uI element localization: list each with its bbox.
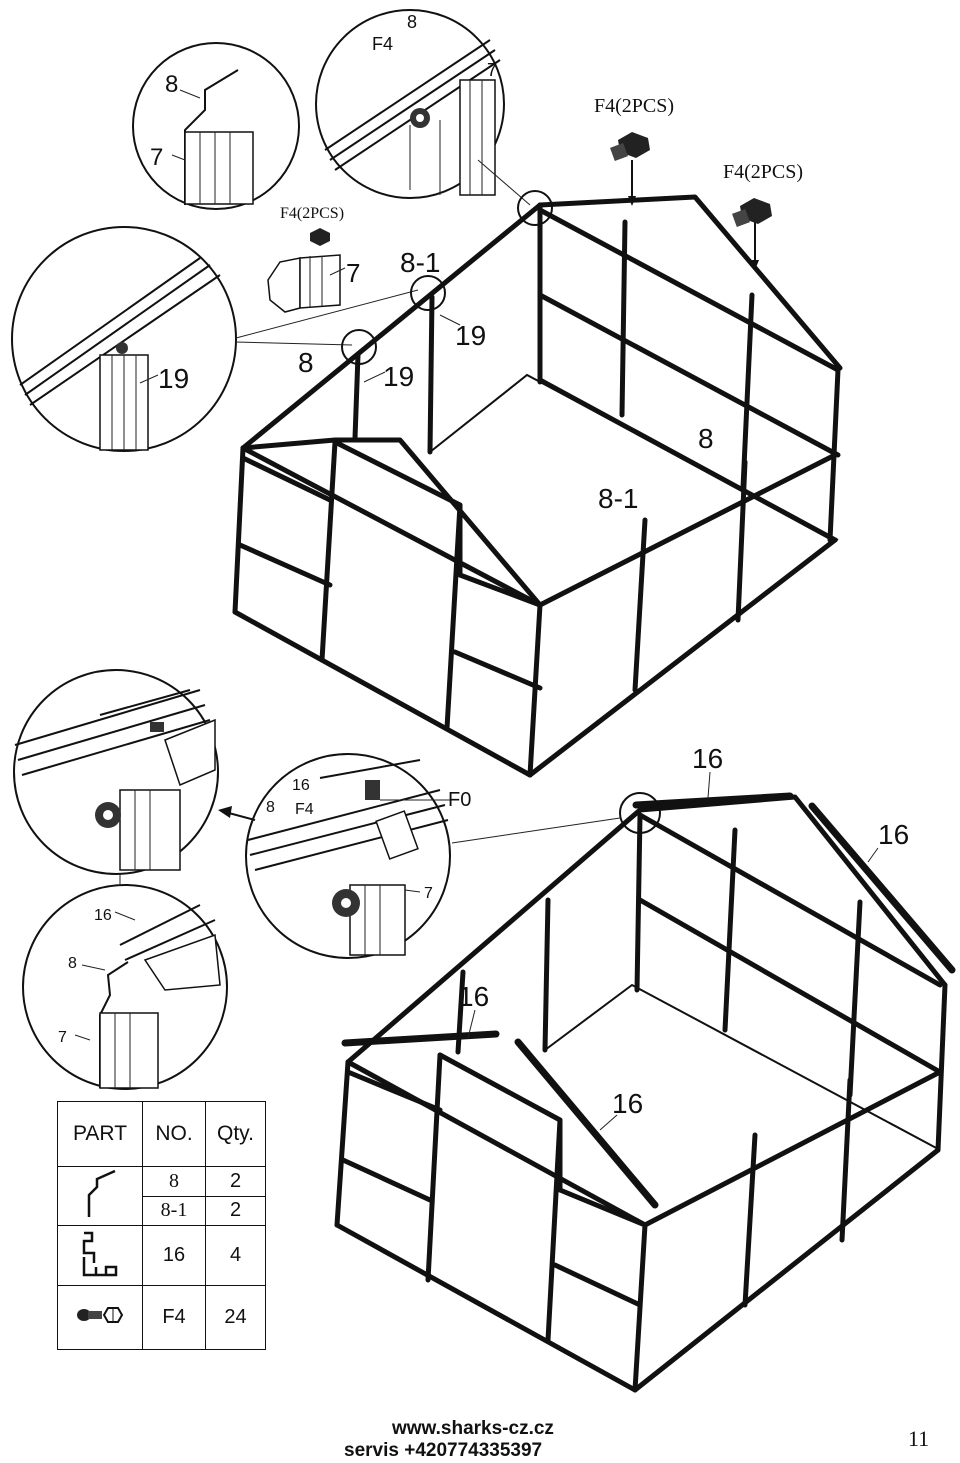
part-no: F4 bbox=[142, 1285, 206, 1350]
label-16: 16 bbox=[292, 777, 310, 794]
part-qty: 4 bbox=[205, 1225, 266, 1286]
label-16: 16 bbox=[612, 1088, 643, 1119]
bolt-nut-icon bbox=[77, 1306, 124, 1323]
table-row: 8-1 2 bbox=[58, 1195, 266, 1226]
footer-phone: servis +420774335397 bbox=[344, 1440, 543, 1461]
callout-labels: 8 7 F4 8 7 F4(2PCS) F4(2PCS) F4(2PCS) 7 … bbox=[58, 12, 909, 1119]
label-7: 7 bbox=[150, 144, 163, 171]
label-8: 8 bbox=[266, 799, 275, 816]
label-16: 16 bbox=[692, 743, 723, 774]
label-16: 16 bbox=[878, 819, 909, 850]
label-8: 8 bbox=[698, 423, 714, 454]
parts-table: PART NO. Qty. 8 2 8-1 2 16 4 bbox=[57, 1101, 266, 1350]
part-qty: 2 bbox=[205, 1166, 266, 1197]
profile-7-icon bbox=[267, 254, 346, 313]
label-7: 7 bbox=[58, 1029, 67, 1046]
gable-bar-icon bbox=[57, 1225, 143, 1286]
label-7: 7 bbox=[346, 258, 360, 288]
part-no: 16 bbox=[142, 1225, 206, 1286]
leader-lines-top bbox=[235, 159, 553, 383]
bolt-nut-icon bbox=[57, 1285, 143, 1350]
bolt-icon bbox=[310, 132, 772, 246]
header-part: PART bbox=[57, 1101, 143, 1167]
detail-circle-clip-top bbox=[13, 669, 219, 875]
header-qty: Qty. bbox=[205, 1101, 266, 1167]
detail-circle-clip-center bbox=[245, 753, 451, 959]
label-f4: F4 bbox=[295, 801, 314, 818]
label-7: 7 bbox=[487, 60, 497, 80]
label-f4-2pcs: F4(2PCS) bbox=[594, 95, 674, 117]
table-row: 16 4 bbox=[57, 1225, 266, 1286]
footer-url[interactable]: www.sharks-cz.cz bbox=[392, 1418, 554, 1439]
part-qty: 2 bbox=[205, 1195, 266, 1226]
label-16: 16 bbox=[458, 981, 489, 1012]
label-19: 19 bbox=[455, 320, 486, 351]
detail-circle-ridge-joint bbox=[132, 42, 300, 210]
table-header-row: PART NO. Qty. bbox=[57, 1101, 266, 1167]
label-7: 7 bbox=[424, 885, 433, 902]
label-8: 8 bbox=[165, 71, 178, 98]
label-19: 19 bbox=[383, 361, 414, 392]
ridge-bar-icon bbox=[87, 1169, 116, 1217]
page-number: 11 bbox=[908, 1426, 930, 1451]
label-8-1: 8-1 bbox=[400, 247, 440, 278]
detail-circle-bolt-joint bbox=[315, 9, 505, 199]
label-f4-2pcs: F4(2PCS) bbox=[723, 161, 803, 183]
label-19: 19 bbox=[158, 363, 189, 394]
label-8: 8 bbox=[407, 12, 417, 32]
label-8-1: 8-1 bbox=[598, 483, 638, 514]
greenhouse-frame-bottom bbox=[334, 771, 956, 1393]
gable-bar-icon bbox=[82, 1231, 118, 1276]
label-f4: F4 bbox=[372, 34, 393, 54]
arrow-detail bbox=[218, 806, 256, 821]
label-8: 8 bbox=[298, 347, 314, 378]
label-8: 8 bbox=[68, 955, 77, 972]
table-row: F4 24 bbox=[57, 1285, 266, 1350]
part-no: 8 bbox=[142, 1166, 206, 1197]
ridge-bar-icon bbox=[57, 1166, 143, 1226]
detail-circle-clip-lower bbox=[22, 884, 228, 1090]
part-qty: 24 bbox=[205, 1285, 266, 1350]
table-row: 8 2 bbox=[57, 1166, 266, 1226]
header-no: NO. bbox=[142, 1101, 206, 1167]
label-f4-2pcs-small: F4(2PCS) bbox=[280, 205, 344, 222]
greenhouse-frame-top bbox=[232, 160, 843, 778]
part-no: 8-1 bbox=[142, 1195, 206, 1226]
label-16: 16 bbox=[94, 907, 112, 924]
label-f0: F0 bbox=[448, 789, 471, 811]
detail-circle-roof-beam bbox=[11, 226, 237, 452]
